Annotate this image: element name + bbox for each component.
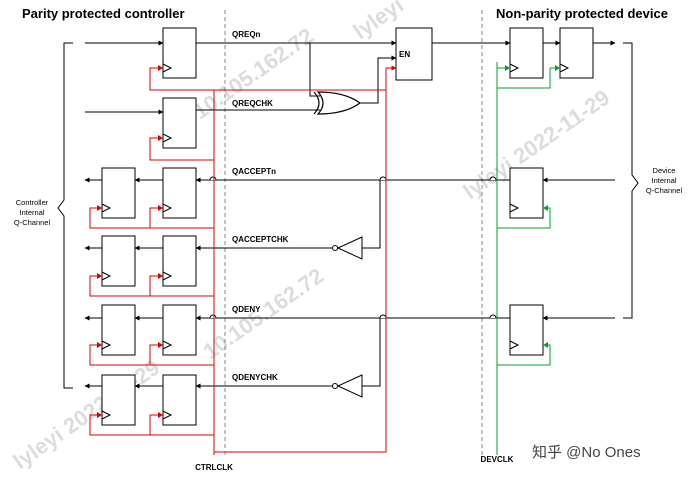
qacceptchk-sync-flop: [162, 235, 197, 287]
enable-label: EN: [399, 50, 410, 59]
device-flops: [509, 27, 594, 356]
device-clock-arrows: [505, 65, 560, 348]
qacceptn-label: QACCEPTn: [232, 167, 276, 176]
controller-title: Parity protected controller: [22, 6, 185, 21]
watermark-text: 10.105.162.72: [199, 263, 329, 364]
device-qaccept-flop: [509, 167, 544, 219]
qdeny-sync-flop: [162, 304, 197, 356]
qdeny-label: QDENY: [232, 305, 261, 314]
qdenychk-sync-flop: [162, 374, 197, 426]
qacceptn-out-flop: [101, 167, 136, 219]
device-side-label: Internal: [651, 176, 676, 185]
qdenychk-out-flop: [101, 374, 136, 426]
device-qdeny-flop: [509, 304, 544, 356]
device-qreq-sync2-flop: [559, 27, 594, 79]
device-side-label: Device: [653, 166, 676, 175]
device-qreq-sync1-flop: [509, 27, 544, 79]
controller-side-label: Controller: [16, 198, 49, 207]
qacceptchk-label: QACCEPTCHK: [232, 235, 289, 244]
enable-flop: [395, 27, 433, 81]
controller-clock-pins: [101, 63, 173, 420]
qacceptchk-inverter: [336, 236, 363, 260]
device-clock-pins: [509, 63, 570, 350]
controller-side-label: Internal: [19, 208, 44, 217]
qreqn-label: QREQn: [232, 30, 261, 39]
qacceptn-sync-flop: [162, 167, 197, 219]
watermark-text: lyleyi 2022-11-29: [9, 355, 165, 474]
controller-brace: [57, 42, 73, 389]
qreqn-flop: [162, 27, 197, 79]
qdenychk-label: QDENYCHK: [232, 373, 278, 382]
xor-gate: [316, 91, 362, 115]
qreqchk-label: QREQCHK: [232, 99, 273, 108]
controller-clock-label: CTRLCLK: [195, 463, 233, 472]
device-title: Non-parity protected device: [496, 6, 668, 21]
device-clock-label: DEVCLK: [481, 455, 514, 464]
device-side-label: Q-Channel: [646, 186, 683, 195]
qreqchk-flop: [162, 97, 197, 149]
controller-clock-arrows: [97, 65, 163, 418]
qacceptchk-inverter-bubble: [332, 245, 338, 251]
qdenychk-inverter: [336, 374, 363, 398]
controller-clock-net: [89, 65, 397, 455]
device-brace: [623, 42, 639, 319]
signal-wires: [84, 40, 616, 389]
brand-watermark: 知乎 @No Ones: [532, 444, 641, 461]
qacceptchk-out-flop: [101, 235, 136, 287]
controller-side-label: Q-Channel: [14, 218, 51, 227]
qdenychk-inverter-bubble: [332, 383, 338, 389]
xor-gate-input-curve: [313, 91, 320, 115]
qdeny-out-flop: [101, 304, 136, 356]
